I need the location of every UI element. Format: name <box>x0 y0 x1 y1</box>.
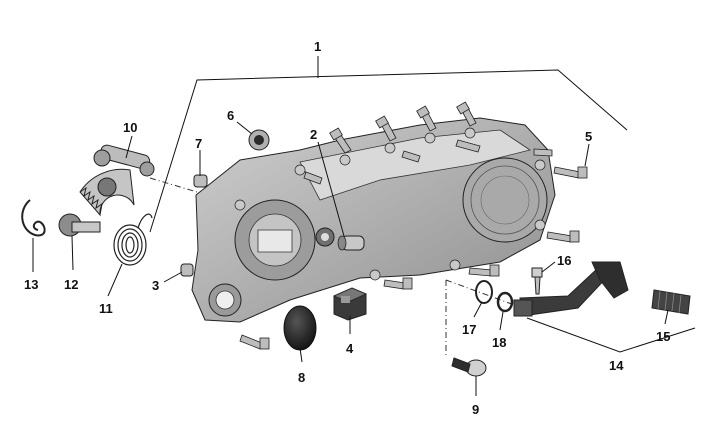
callout-15: 15 <box>656 329 670 344</box>
leader-lines <box>32 121 696 396</box>
callout-labels: 1 2 3 4 5 6 7 8 9 10 11 12 13 14 15 16 1… <box>24 39 670 417</box>
dowel-pin-3 <box>180 263 194 277</box>
bolt-9 <box>451 357 487 377</box>
block-4 <box>333 287 367 321</box>
oil-seal-6 <box>248 129 270 151</box>
transmission-cover <box>191 117 556 323</box>
bolt-16 <box>531 267 543 295</box>
rubber-cap-8 <box>283 305 317 351</box>
assembly-bracket <box>149 56 628 233</box>
callout-16: 16 <box>557 253 571 268</box>
bushing-2 <box>337 235 365 251</box>
callout-3: 3 <box>152 278 159 293</box>
dowel-pin-7 <box>193 174 208 188</box>
callout-4: 4 <box>346 341 354 356</box>
pedal-rubber-15 <box>651 289 691 315</box>
callout-18: 18 <box>492 335 506 350</box>
callout-7: 7 <box>195 136 202 151</box>
pinion-12 <box>58 213 101 237</box>
callout-11: 11 <box>99 301 113 316</box>
callout-1: 1 <box>314 39 321 54</box>
callout-5: 5 <box>585 129 592 144</box>
washer-17 <box>475 280 493 304</box>
callout-17: 17 <box>462 322 476 337</box>
callout-10: 10 <box>123 120 137 135</box>
cover-bolts <box>239 101 588 350</box>
callout-14: 14 <box>609 358 624 373</box>
callout-2: 2 <box>310 127 317 142</box>
spring-11 <box>113 213 153 266</box>
callout-9: 9 <box>472 402 479 417</box>
kickstart-gear-10 <box>79 144 155 217</box>
clip-13 <box>21 199 46 237</box>
callout-6: 6 <box>227 108 234 123</box>
callout-8: 8 <box>298 370 305 385</box>
kickstart-lever-14 <box>513 261 629 317</box>
callout-13: 13 <box>24 277 38 292</box>
washer-18 <box>496 291 514 313</box>
callout-12: 12 <box>64 277 78 292</box>
